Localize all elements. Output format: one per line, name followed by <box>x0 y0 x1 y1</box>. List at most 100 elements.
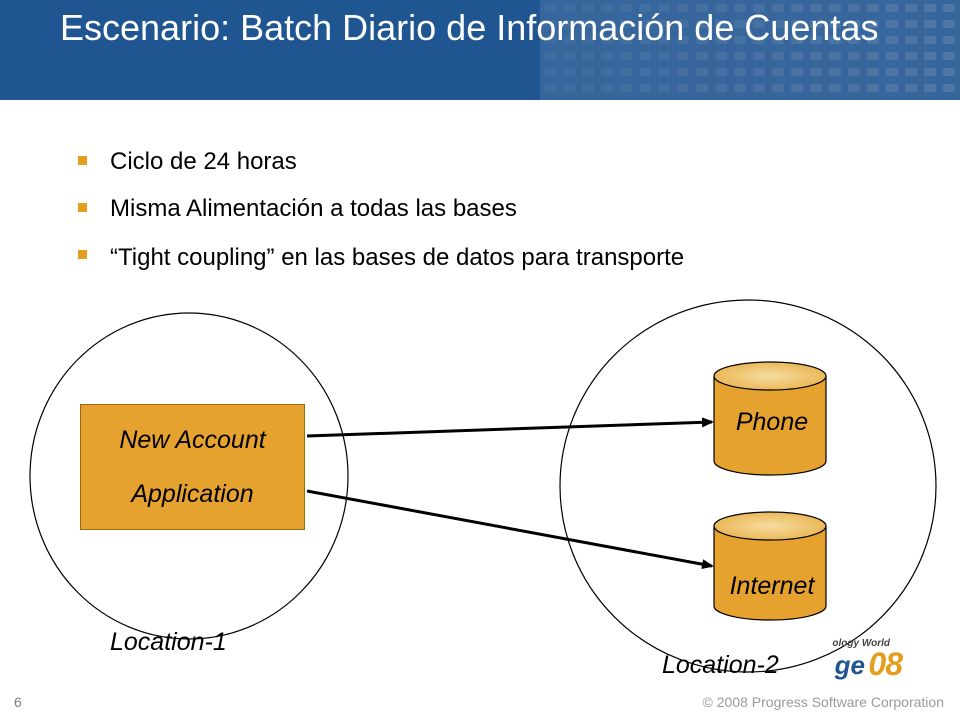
header-pattern-square <box>772 36 784 44</box>
header-pattern-square <box>715 52 727 60</box>
header-pattern-square <box>924 52 936 60</box>
header-pattern-square <box>943 36 955 44</box>
header-pattern-square <box>620 4 632 12</box>
header-pattern-square <box>677 4 689 12</box>
header-pattern-square <box>658 84 670 92</box>
page-number: 6 <box>14 694 22 710</box>
header-pattern-square <box>848 20 860 28</box>
header-pattern-square <box>601 36 613 44</box>
header-pattern-square <box>563 4 575 12</box>
header-pattern-square <box>772 20 784 28</box>
header-pattern-square <box>715 68 727 76</box>
logo-ge-text: ge <box>834 650 865 680</box>
header-pattern-square <box>829 20 841 28</box>
internet-database-icon <box>713 511 827 621</box>
header-pattern-square <box>943 52 955 60</box>
header-pattern-square <box>677 52 689 60</box>
copyright-text: © 2008 Progress Software Corporation <box>702 694 944 710</box>
header-pattern-square <box>734 36 746 44</box>
header-pattern-square <box>924 20 936 28</box>
header-pattern-square <box>924 68 936 76</box>
header-pattern-square <box>696 84 708 92</box>
header-pattern-square <box>544 20 556 28</box>
location-2-label: Location-2 <box>662 651 779 679</box>
app-label-line2: Application <box>131 480 254 508</box>
header-pattern-square <box>544 84 556 92</box>
header-pattern-square <box>867 20 879 28</box>
header-pattern-square <box>582 36 594 44</box>
header-pattern-square <box>791 52 803 60</box>
header-pattern-square <box>753 4 765 12</box>
header-pattern-square <box>886 52 898 60</box>
header-pattern-square <box>791 68 803 76</box>
header-pattern-square <box>563 36 575 44</box>
header-pattern-square <box>867 36 879 44</box>
header-pattern-square <box>848 36 860 44</box>
header-pattern-square <box>867 68 879 76</box>
header-pattern-square <box>696 36 708 44</box>
header-pattern-square <box>905 4 917 12</box>
header-pattern-square <box>639 52 651 60</box>
header-pattern-square <box>753 36 765 44</box>
header-pattern-square <box>753 52 765 60</box>
header-pattern-square <box>639 20 651 28</box>
header-pattern-square <box>601 68 613 76</box>
phone-database-icon <box>713 361 827 476</box>
bullet-item: Misma Alimentación a todas las bases <box>78 193 758 224</box>
header-pattern-square <box>544 52 556 60</box>
header-pattern-square <box>848 84 860 92</box>
header-pattern-square <box>677 20 689 28</box>
header-pattern-square <box>867 84 879 92</box>
slide-header: Escenario: Batch Diario de Información d… <box>0 0 960 100</box>
header-pattern-square <box>829 68 841 76</box>
header-pattern-square <box>582 84 594 92</box>
header-pattern-square <box>810 4 822 12</box>
header-pattern-square <box>772 68 784 76</box>
arrow-to-internet <box>306 489 714 570</box>
header-pattern-square <box>886 84 898 92</box>
header-pattern-square <box>677 36 689 44</box>
header-pattern-square <box>734 20 746 28</box>
location-1-circle <box>29 312 349 640</box>
header-pattern-square <box>810 52 822 60</box>
header-pattern-square <box>639 4 651 12</box>
header-pattern-square <box>905 20 917 28</box>
phone-db-label: Phone <box>735 408 809 436</box>
header-pattern-square <box>544 4 556 12</box>
header-pattern-square <box>563 20 575 28</box>
header-pattern-square <box>620 84 632 92</box>
header-pattern-square <box>905 68 917 76</box>
header-pattern-square <box>810 84 822 92</box>
header-pattern-square <box>772 52 784 60</box>
slide-title: Escenario: Batch Diario de Información d… <box>60 7 879 48</box>
header-pattern-square <box>639 68 651 76</box>
header-pattern-square <box>734 4 746 12</box>
location-1-label: Location-1 <box>110 628 227 656</box>
header-pattern-square <box>753 84 765 92</box>
header-pattern-square <box>601 52 613 60</box>
arrow-to-phone <box>306 417 714 438</box>
header-pattern-square <box>696 20 708 28</box>
header-pattern-square <box>696 68 708 76</box>
header-pattern-square <box>848 68 860 76</box>
header-pattern-square <box>943 20 955 28</box>
logo-tagline: ology World <box>832 638 890 649</box>
header-pattern-square <box>658 68 670 76</box>
header-pattern-square <box>620 68 632 76</box>
header-pattern-square <box>829 52 841 60</box>
header-pattern-square <box>905 84 917 92</box>
header-pattern-square <box>658 52 670 60</box>
header-pattern-square <box>734 84 746 92</box>
header-pattern-square <box>658 20 670 28</box>
header-pattern-square <box>924 36 936 44</box>
header-pattern-square <box>791 20 803 28</box>
header-pattern-square <box>848 52 860 60</box>
header-pattern-square <box>696 4 708 12</box>
header-pattern-square <box>582 20 594 28</box>
header-pattern-square <box>734 52 746 60</box>
logo-year: 08 <box>868 646 903 682</box>
bullet-list: Ciclo de 24 horas Misma Alimentación a t… <box>78 146 758 276</box>
header-pattern-square <box>810 20 822 28</box>
header-pattern-square <box>658 4 670 12</box>
header-pattern-square <box>715 36 727 44</box>
